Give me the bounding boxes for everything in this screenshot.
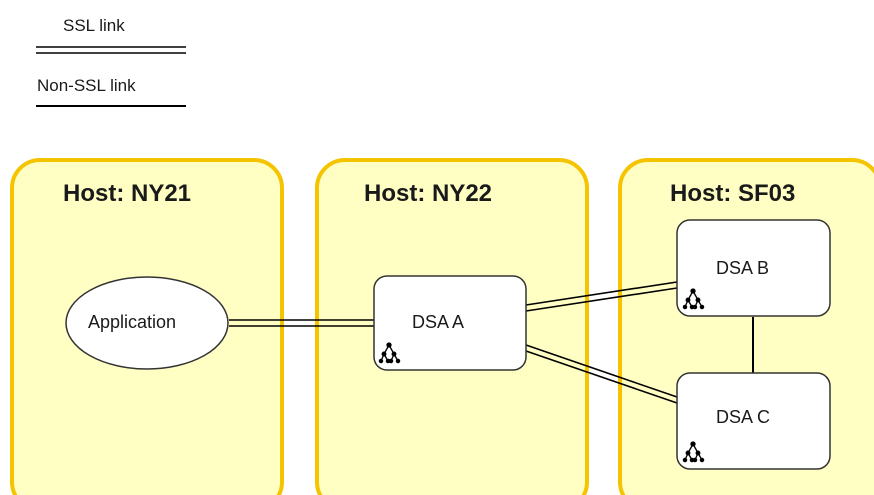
tree-hierarchy-icon xyxy=(682,288,705,310)
application-node xyxy=(65,276,229,370)
tree-hierarchy-icon xyxy=(378,342,401,364)
dsa-c-label: DSA C xyxy=(716,407,771,427)
ssl-link-application-dsa-a xyxy=(229,319,374,327)
legend-non-ssl-label: Non-SSL link xyxy=(37,76,136,95)
ssl-link-dsa-a-dsa-b xyxy=(525,281,678,312)
dsa-a-node xyxy=(373,275,527,371)
dsa-b-label: DSA B xyxy=(716,258,770,278)
dsa-c-node xyxy=(676,372,831,470)
dsa-a-label: DSA A xyxy=(412,312,465,332)
dsa-b-node xyxy=(676,219,831,317)
ssl-link-dsa-a-dsa-c xyxy=(525,344,678,404)
legend-ssl-symbol xyxy=(36,46,186,54)
host-title-ny22: Host: NY22 xyxy=(364,180,493,207)
tree-hierarchy-icon xyxy=(682,441,705,463)
host-title-sf03: Host: SF03 xyxy=(670,180,796,207)
legend-ssl-label: SSL link xyxy=(63,16,125,35)
host-title-ny21: Host: NY21 xyxy=(63,180,192,207)
application-label: Application xyxy=(88,312,177,332)
